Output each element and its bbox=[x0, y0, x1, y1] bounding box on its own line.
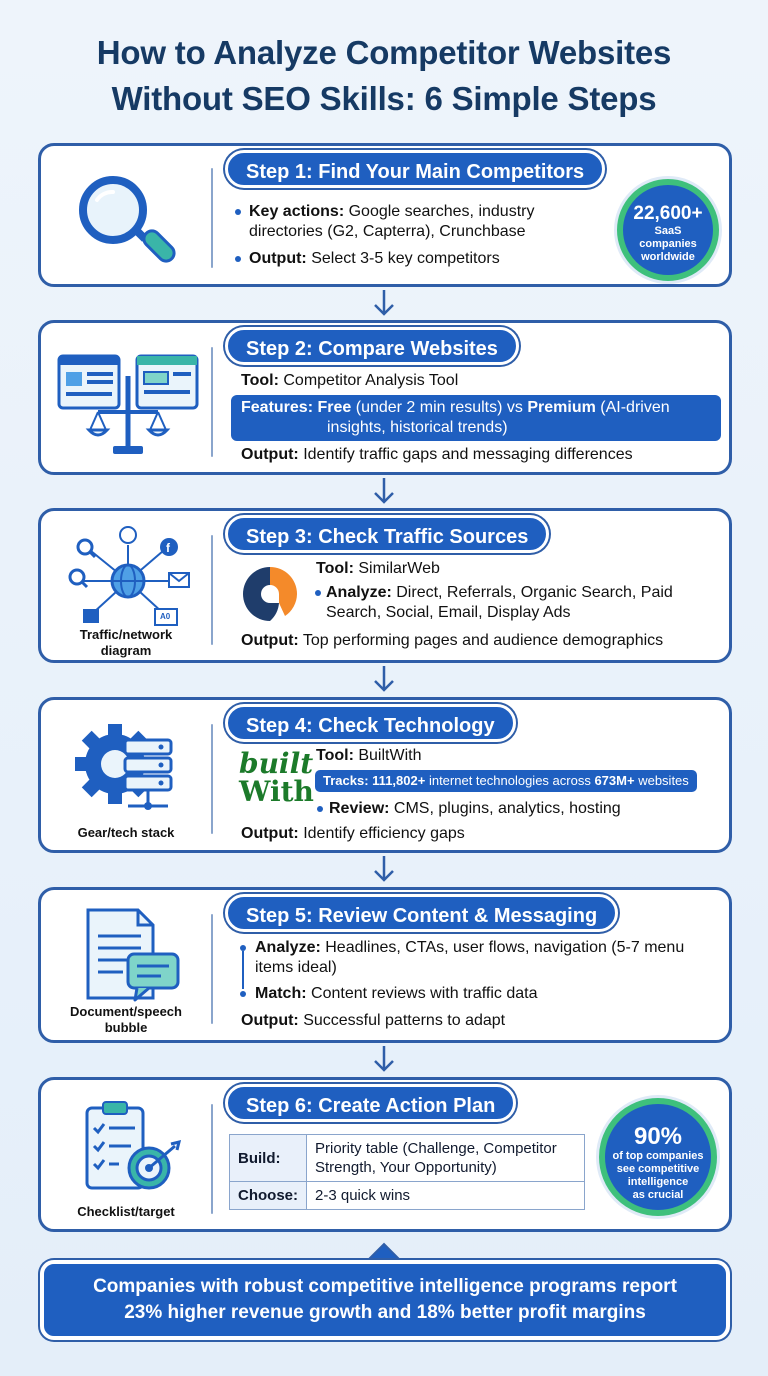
step-2-output: Output: Identify traffic gaps and messag… bbox=[241, 446, 633, 463]
step-4-review: Review: CMS, plugins, analytics, hosting bbox=[329, 800, 621, 817]
step-2-tab: Step 2: Compare Websites bbox=[225, 327, 519, 365]
arrow-down-icon bbox=[374, 290, 394, 316]
step-1-key-actions: Key actions: Google searches, industry d… bbox=[249, 203, 535, 240]
table-row: Build: Priority table (Challenge, Compet… bbox=[229, 1134, 585, 1182]
arrow-down-icon bbox=[374, 1046, 394, 1072]
svg-text:f: f bbox=[166, 541, 171, 555]
step-4-tracks: Tracks: 111,802+ internet technologies a… bbox=[315, 770, 697, 792]
step-1-card: Step 1: Find Your Main Competitors Key a… bbox=[38, 143, 732, 287]
footer-line-2: 23% higher revenue growth and 18% better… bbox=[124, 1302, 646, 1323]
step-4-tab: Step 4: Check Technology bbox=[225, 704, 516, 742]
step-3-output: Output: Top performing pages and audienc… bbox=[241, 632, 664, 649]
ad-label: A0 bbox=[160, 612, 171, 621]
title-line-1: How to Analyze Competitor Websites bbox=[96, 34, 672, 71]
step-3-tab: Step 3: Check Traffic Sources bbox=[225, 515, 550, 553]
arrow-down-icon bbox=[374, 666, 394, 692]
step-4-card: Gear/tech stack Step 4: Check Technology… bbox=[38, 697, 732, 853]
step-2-tool: Tool: Competitor Analysis Tool bbox=[241, 372, 459, 389]
step-1-stat-badge: 22,600+ SaaS companies worldwide bbox=[617, 179, 719, 281]
step-1-output: Output: Select 3-5 key competitors bbox=[249, 250, 500, 267]
table-cell-value: Priority table (Challenge, Competitor St… bbox=[306, 1134, 585, 1182]
footer-line-1: Companies with robust competitive intell… bbox=[93, 1276, 677, 1297]
table-row: Choose: 2-3 quick wins bbox=[229, 1181, 585, 1210]
step-4-output: Output: Identify efficiency gaps bbox=[241, 825, 465, 842]
builtwith-logo: built With bbox=[239, 747, 314, 808]
step-3-card: f A0 Traffic/network diagram Step 3: Che… bbox=[38, 508, 732, 663]
compare-websites-icon bbox=[53, 348, 203, 458]
step-5-icon-caption: Document/speech bubble bbox=[70, 1004, 182, 1035]
step-1-tab: Step 1: Find Your Main Competitors bbox=[225, 150, 606, 188]
action-plan-table: Build: Priority table (Challenge, Compet… bbox=[229, 1134, 585, 1210]
step-6-card: Checklist/target Step 6: Create Action P… bbox=[38, 1077, 732, 1232]
step-3-analyze: Analyze: Direct, Referrals, Organic Sear… bbox=[326, 584, 673, 621]
step-3-icon-caption: Traffic/network diagram bbox=[79, 627, 173, 658]
traffic-network-icon: f A0 bbox=[53, 521, 203, 631]
similarweb-logo bbox=[239, 563, 301, 625]
step-4-tool: Tool: BuiltWith bbox=[316, 747, 422, 764]
step-5-card: Document/speech bubble Step 5: Review Co… bbox=[38, 887, 732, 1043]
step-6-tab: Step 6: Create Action Plan bbox=[225, 1084, 517, 1122]
step-5-analyze: Analyze: Headlines, CTAs, user flows, na… bbox=[255, 939, 685, 976]
step-2-card: Step 2: Compare Websites Tool: Competito… bbox=[38, 320, 732, 475]
table-cell-key: Build: bbox=[229, 1134, 307, 1182]
table-cell-value: 2-3 quick wins bbox=[306, 1181, 585, 1210]
step-5-tab: Step 5: Review Content & Messaging bbox=[225, 894, 619, 932]
magnifier-icon bbox=[53, 164, 203, 274]
arrow-down-icon bbox=[374, 856, 394, 882]
footer-callout: Companies with robust competitive intell… bbox=[40, 1260, 730, 1340]
title-line-2: Without SEO Skills: 6 Simple Steps bbox=[111, 80, 657, 117]
document-speech-bubble-icon bbox=[53, 906, 203, 1006]
step-2-features: Features: Free (under 2 min results) vs … bbox=[231, 395, 721, 441]
step-5-match: Match: Content reviews with traffic data bbox=[255, 985, 538, 1002]
step-3-tool: Tool: SimilarWeb bbox=[316, 560, 440, 577]
step-5-output: Output: Successful patterns to adapt bbox=[241, 1012, 506, 1029]
footer-pointer bbox=[362, 1242, 406, 1264]
step-4-icon-caption: Gear/tech stack bbox=[77, 825, 175, 840]
page-title: How to Analyze Competitor Websites Witho… bbox=[0, 30, 768, 122]
table-cell-key: Choose: bbox=[229, 1181, 307, 1210]
gear-tech-stack-icon bbox=[53, 720, 203, 820]
checklist-target-icon bbox=[53, 1098, 203, 1198]
arrow-down-icon bbox=[374, 478, 394, 504]
step-6-stat-badge: 90% of top companies see competitive int… bbox=[599, 1098, 717, 1216]
step-6-icon-caption: Checklist/target bbox=[77, 1204, 175, 1219]
